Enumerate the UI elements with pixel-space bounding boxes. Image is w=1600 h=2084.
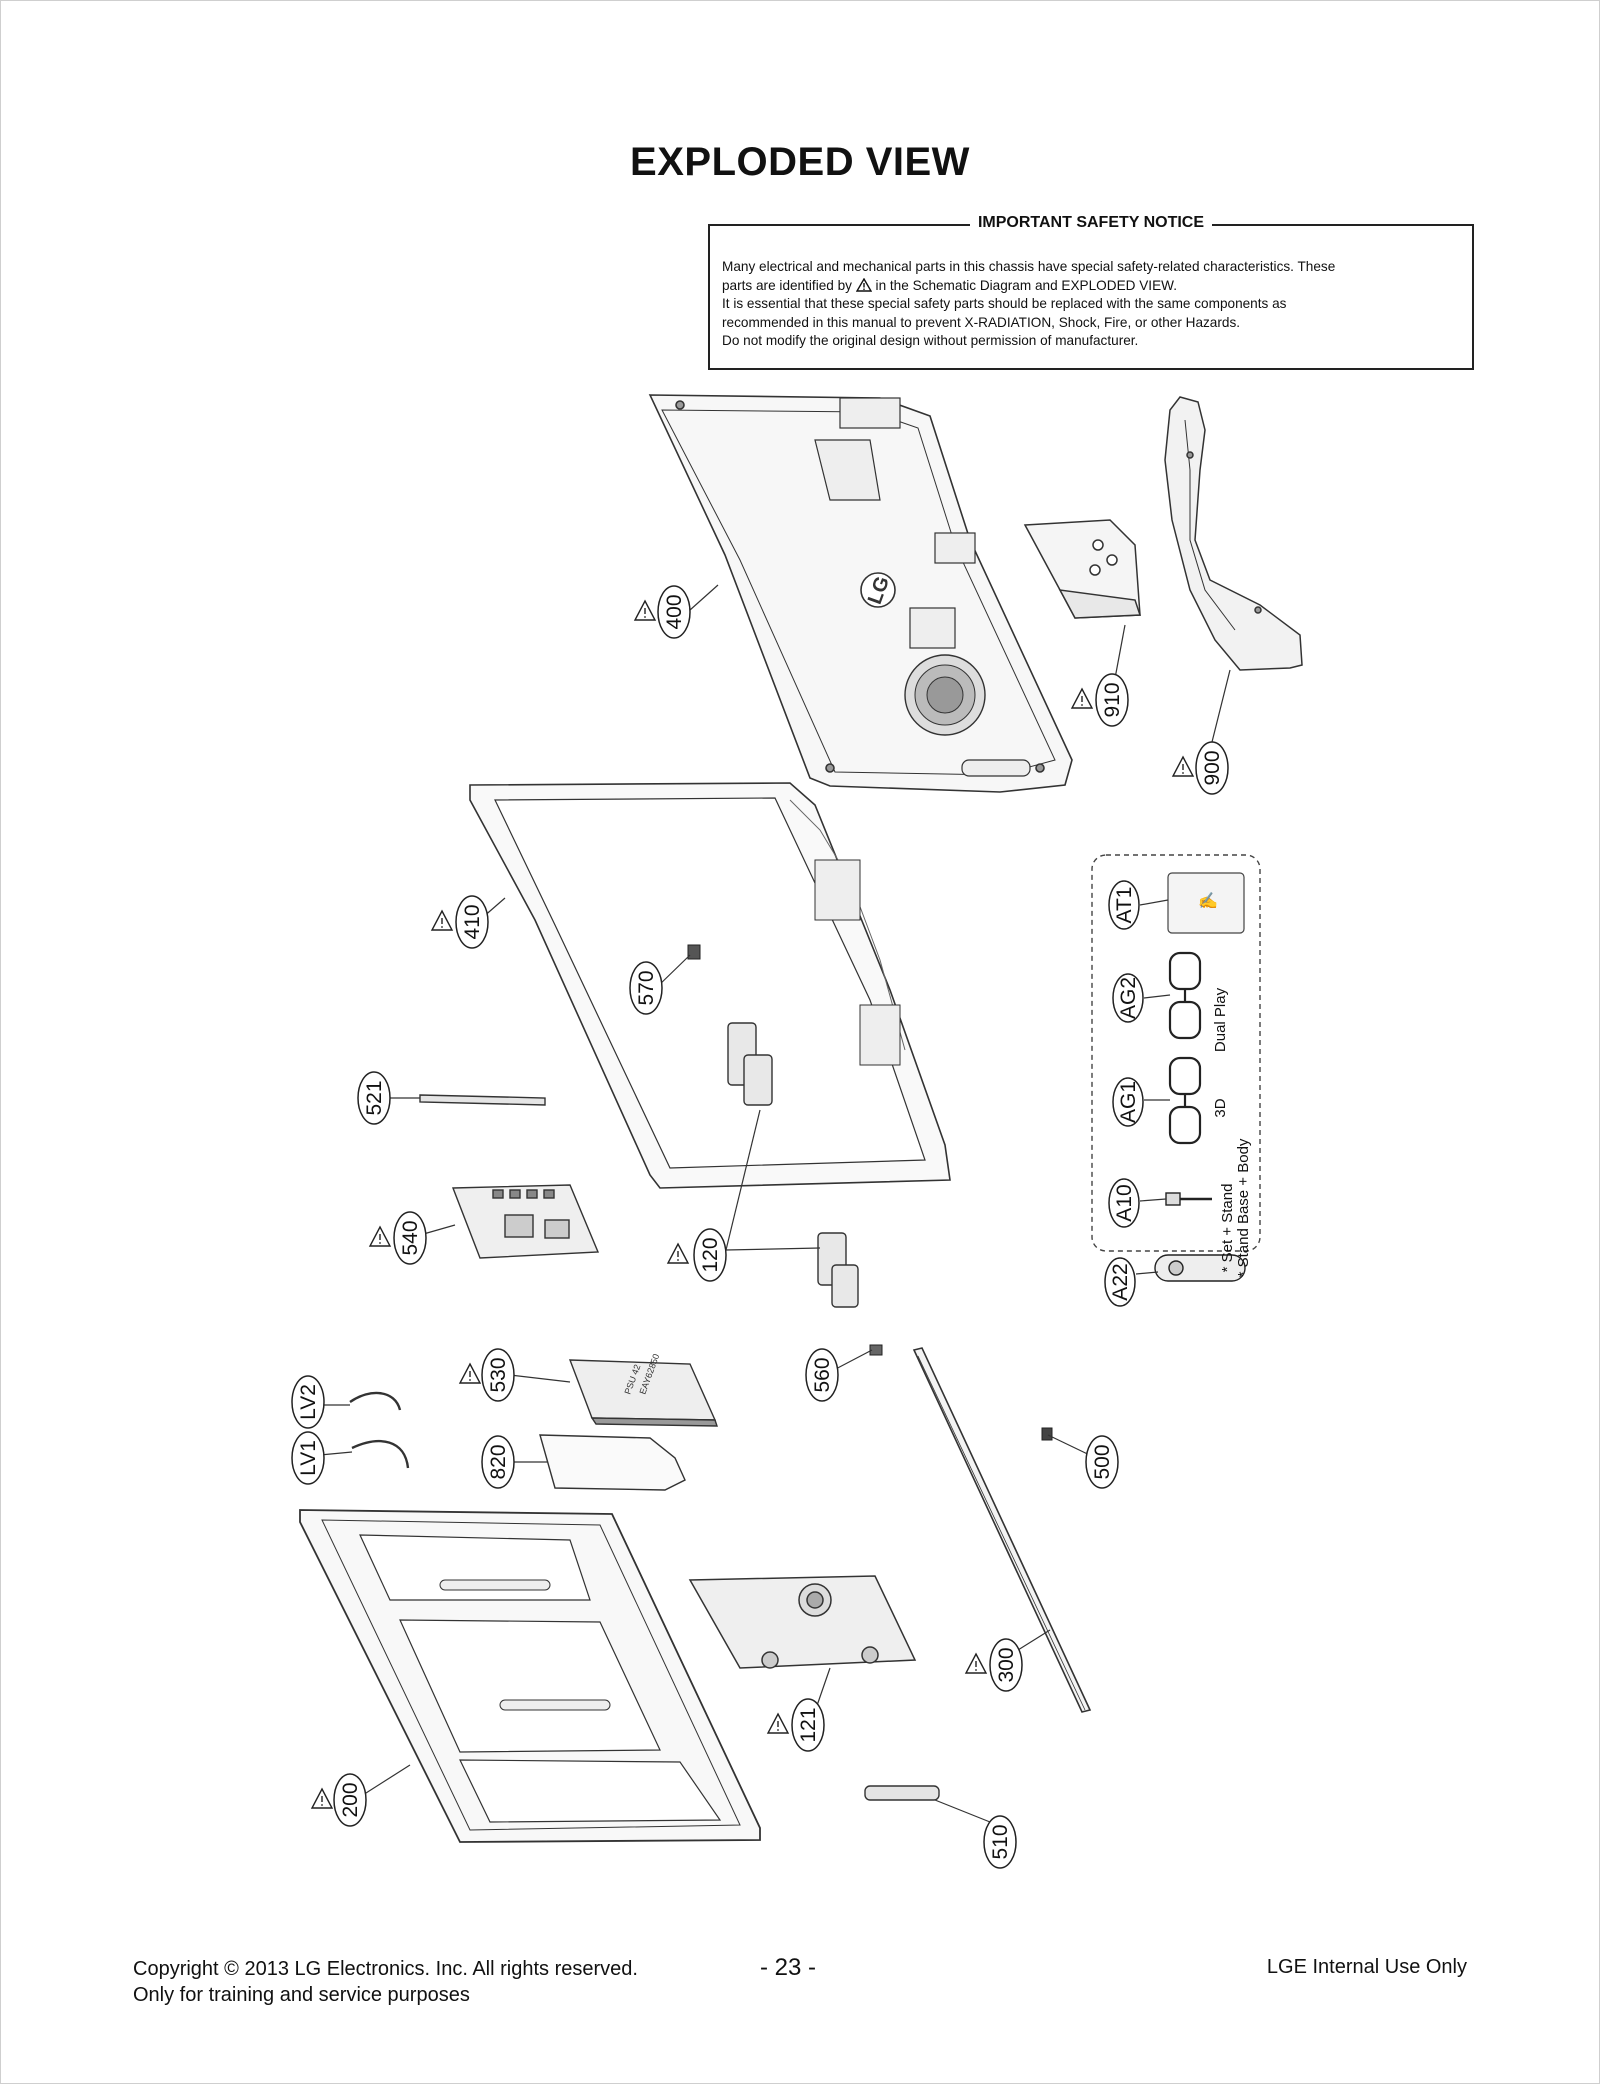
safety-notice-heading: IMPORTANT SAFETY NOTICE xyxy=(969,214,1213,231)
3d-glasses-icon xyxy=(1168,1056,1202,1145)
safety-notice-body: Many electrical and mechanical parts in … xyxy=(722,258,1460,351)
notice-line-4: recommended in this manual to prevent X-… xyxy=(722,314,1241,330)
footer-purpose: Only for training and service purposes xyxy=(133,1984,470,2006)
callout-ag1: AG1 xyxy=(1117,1081,1140,1123)
notice-line-2: parts are identified by in the Schematic… xyxy=(722,277,1177,293)
user-manual-icon: ✍ xyxy=(1198,892,1218,910)
notice-line-3: It is essential that these special safet… xyxy=(722,296,1287,311)
footer-copyright: Copyright © 2013 LG Electronics. Inc. Al… xyxy=(133,1958,638,1980)
back-cover-part: LG xyxy=(648,394,1073,793)
dual-play-label: Dual Play xyxy=(1212,987,1229,1052)
stand-part xyxy=(1164,396,1303,671)
callouts: 400 910 900 410 570 521 540 120 530 560 … xyxy=(291,585,1229,1869)
callout-a10: A10 xyxy=(1113,1184,1136,1221)
speaker-part xyxy=(688,1575,917,1669)
button-part xyxy=(1041,1427,1053,1441)
callout-300: 300 xyxy=(995,1647,1018,1682)
cable-strip-part xyxy=(419,1094,546,1106)
callout-530: 530 xyxy=(487,1357,510,1392)
key-board-part xyxy=(864,1785,940,1801)
callout-410: 410 xyxy=(461,904,484,939)
page-title: EXPLODED VIEW xyxy=(630,140,970,184)
safety-notice-box: IMPORTANT SAFETY NOTICE Many electrical … xyxy=(708,214,1474,370)
callout-ag2: AG2 xyxy=(1117,977,1140,1019)
lcd-panel-part xyxy=(299,1509,761,1843)
callout-500: 500 xyxy=(1091,1444,1114,1479)
warning-triangle-icon xyxy=(855,277,872,292)
stand-bracket-part xyxy=(1023,519,1142,619)
callout-a22: A22 xyxy=(1109,1263,1132,1300)
footer-internal: LGE Internal Use Only xyxy=(1266,1956,1467,1978)
callout-910: 910 xyxy=(1101,682,1124,717)
dual-play-glasses-icon xyxy=(1168,951,1202,1040)
accessory-note-2: * Stand Base + Body xyxy=(1235,1138,1252,1277)
callout-570: 570 xyxy=(635,970,658,1005)
callout-lv1: LV1 xyxy=(297,1440,320,1476)
callout-200: 200 xyxy=(339,1782,362,1817)
notice-line-5: Do not modify the original design withou… xyxy=(722,333,1139,348)
callout-900: 900 xyxy=(1201,750,1224,785)
speaker-bracket-part xyxy=(727,1022,859,1308)
3d-label: 3D xyxy=(1212,1098,1229,1117)
bezel-strip-part xyxy=(912,1347,1092,1713)
callout-521: 521 xyxy=(363,1080,386,1115)
callout-lv2: LV2 xyxy=(297,1384,320,1420)
page-number: - 23 - xyxy=(760,1954,817,1981)
insulator-sheet-part xyxy=(539,1434,686,1491)
callout-560: 560 xyxy=(811,1357,834,1392)
callout-at1: AT1 xyxy=(1113,887,1136,924)
callout-400: 400 xyxy=(663,594,686,629)
callout-540: 540 xyxy=(399,1220,422,1255)
lvds-cable-part xyxy=(349,1391,410,1469)
screw-icon xyxy=(1165,1192,1212,1206)
sensor-part xyxy=(869,1344,883,1356)
ir-clip-part xyxy=(687,944,701,960)
accessory-box: ✍ xyxy=(1091,854,1261,1282)
front-frame-part xyxy=(469,782,951,1189)
power-supply-part: PSU 42 EAY62850 xyxy=(568,1352,718,1427)
callout-820: 820 xyxy=(487,1444,510,1479)
callout-121: 121 xyxy=(797,1707,820,1742)
main-board-part xyxy=(451,1184,600,1259)
callout-510: 510 xyxy=(989,1824,1012,1859)
notice-line-1: Many electrical and mechanical parts in … xyxy=(722,259,1336,274)
callout-120: 120 xyxy=(699,1237,722,1272)
accessory-note-1: * Set + Stand xyxy=(1219,1184,1236,1273)
footer-left: Copyright © 2013 LG Electronics. Inc. Al… xyxy=(133,1956,638,2008)
remote-icon xyxy=(1154,1254,1246,1282)
